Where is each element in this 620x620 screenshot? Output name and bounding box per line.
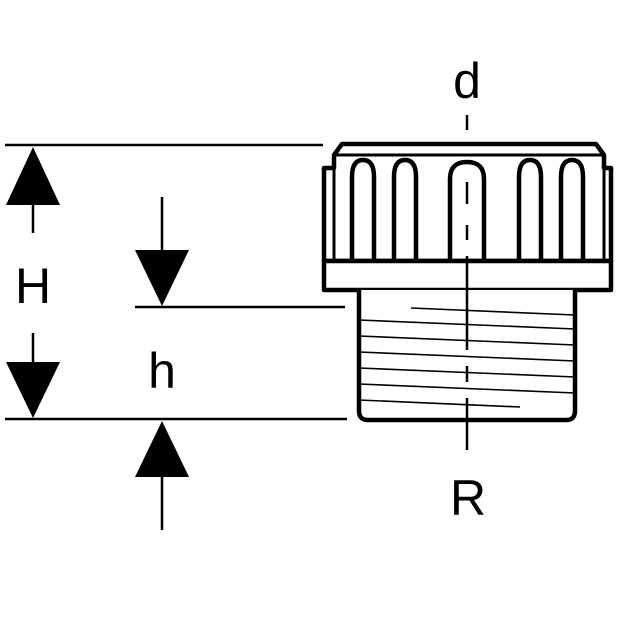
knurl-groove [558, 157, 586, 261]
diameter-label: d [453, 53, 481, 109]
thread-height-dimension: h [135, 197, 189, 530]
thread-label: R [450, 470, 486, 526]
thread-height-lower-arrow [135, 421, 189, 530]
thread-line [358, 399, 521, 408]
thread-line [410, 307, 576, 316]
thread-height-upper-arrow [135, 197, 189, 306]
extension-lines [5, 143, 347, 421]
thread-line [358, 351, 576, 362]
thread-height-label: h [148, 343, 176, 399]
knurled-head [321, 141, 614, 264]
overall-height-label: H [15, 258, 51, 314]
overall-height-dimension: H [6, 147, 60, 418]
cap-part [321, 141, 614, 423]
knurl-groove [516, 157, 544, 261]
knurl-groove [447, 159, 487, 261]
arrowhead-up [135, 421, 189, 477]
arrowhead-down [6, 362, 60, 418]
knurl-groove [349, 157, 377, 261]
h-upper-arrow [6, 147, 60, 233]
h-lower-arrow [6, 333, 60, 418]
knurl-groove [391, 157, 419, 261]
arrowhead-down [135, 250, 189, 306]
thread-line [358, 383, 576, 394]
arrowhead-up [6, 147, 60, 205]
knurl-grooves [349, 157, 586, 261]
